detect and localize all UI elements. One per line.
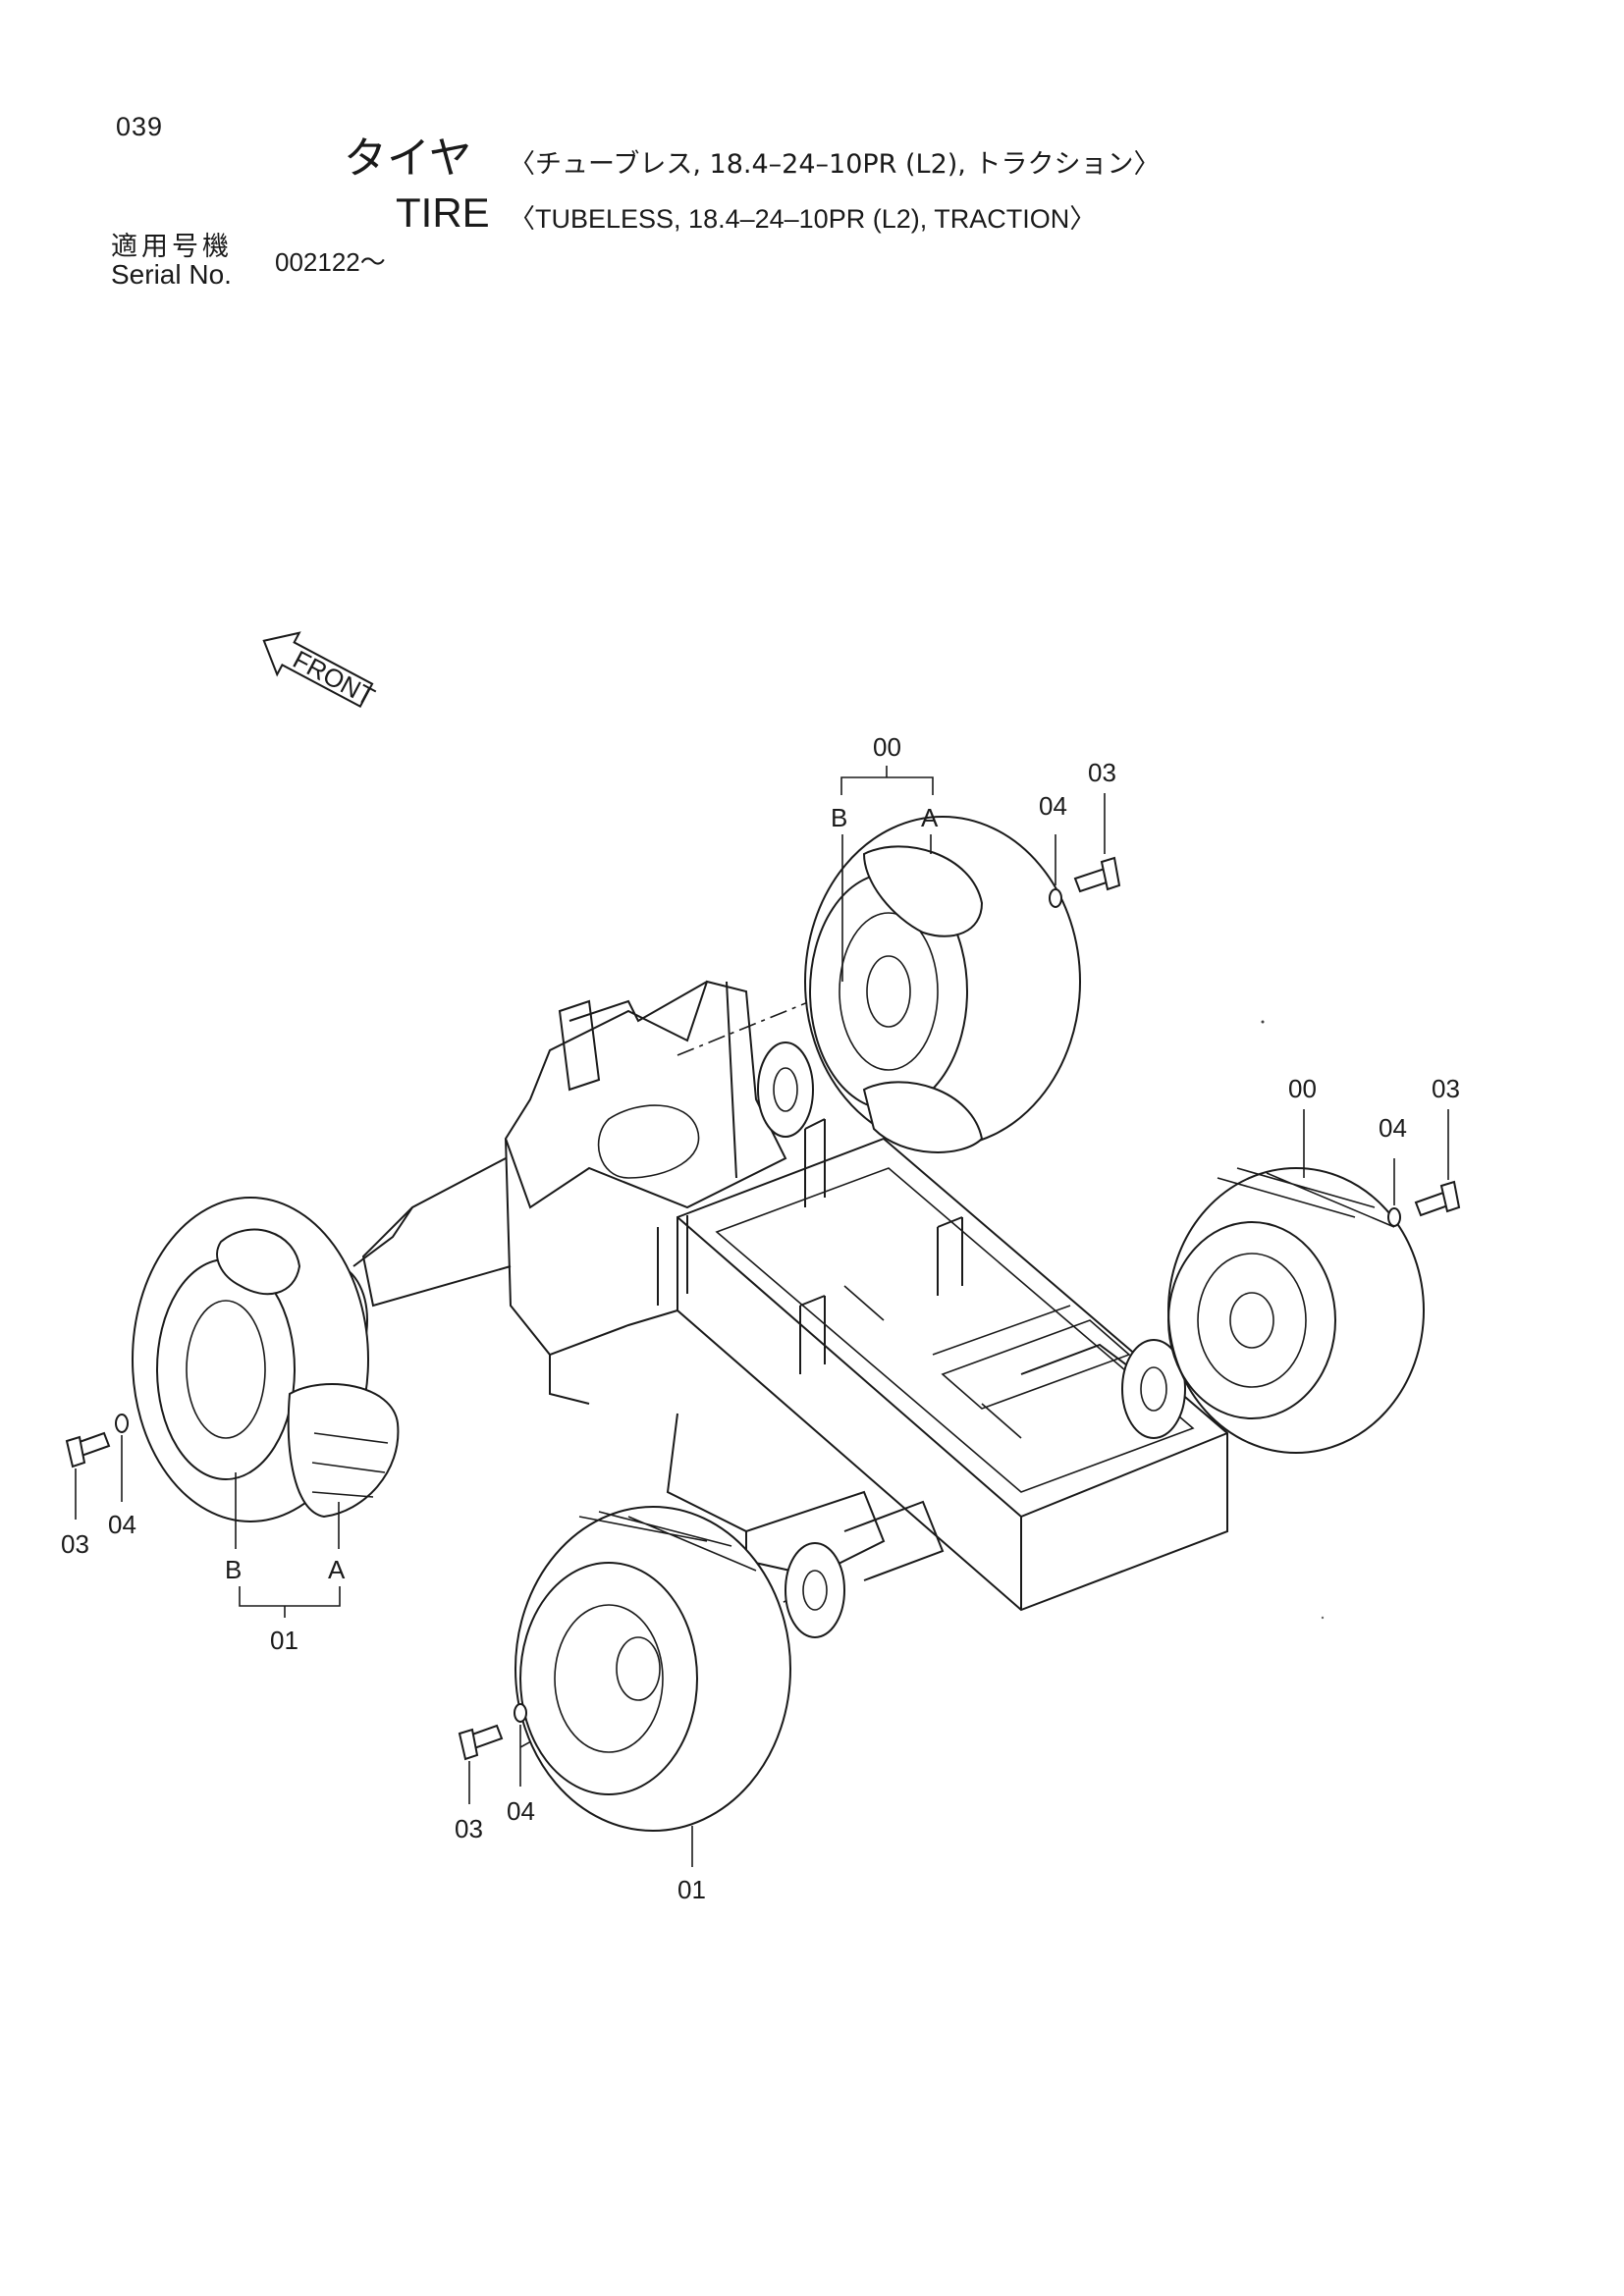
label-front-right-bolt: 03 <box>455 1814 483 1843</box>
rear-right-washer-icon <box>1387 1207 1401 1227</box>
label-rear-left-b: B <box>831 803 847 832</box>
rear-left-bolt-icon <box>1073 856 1121 893</box>
rear-right-bolt-icon <box>1414 1180 1461 1217</box>
label-rear-right-washer: 04 <box>1379 1113 1407 1143</box>
label-rear-left-washer: 04 <box>1039 791 1067 821</box>
label-front-left-a: A <box>328 1555 346 1584</box>
title-english: TIRE <box>396 189 490 236</box>
front-right-washer-icon <box>514 1703 527 1723</box>
rear-left-tire <box>804 816 1081 1153</box>
front-right-hub <box>785 1542 845 1638</box>
label-rear-left-assembly: 00 <box>873 732 901 762</box>
rear-right-tire <box>1167 1167 1425 1454</box>
label-front-left-bolt: 03 <box>61 1529 89 1559</box>
title-japanese: タイヤ <box>344 133 472 184</box>
label-front-left-washer: 04 <box>108 1510 136 1539</box>
front-arrow-label: FRONT <box>289 644 380 712</box>
front-right-tire <box>514 1506 791 1832</box>
rear-left-washer-icon <box>1049 888 1062 908</box>
label-rear-right-bolt: 03 <box>1432 1074 1460 1103</box>
label-rear-left-bolt: 03 <box>1088 758 1116 787</box>
label-front-right-tire: 01 <box>677 1875 706 1904</box>
label-front-right-washer: 04 <box>507 1796 535 1826</box>
title-english-spec: 〈TUBELESS, 18.4–24–10PR (L2), TRACTION〉 <box>509 204 1097 234</box>
label-rear-right-tire: 00 <box>1288 1074 1317 1103</box>
label-rear-left-a: A <box>921 803 939 832</box>
front-left-washer-icon <box>115 1414 129 1433</box>
label-front-left-b: B <box>225 1555 242 1584</box>
scan-speck <box>1261 1020 1265 1024</box>
front-right-bolt-icon <box>458 1724 504 1761</box>
front-left-bolt-icon <box>65 1431 111 1468</box>
rear-right-hub <box>1121 1339 1186 1439</box>
rear-left-hub <box>757 1041 814 1138</box>
scan-speck <box>1321 1616 1325 1620</box>
front-arrow-icon: FRONT <box>262 631 380 712</box>
title-japanese-spec: 〈チューブレス, 18.4–24–10PR (L2), トラクション〉 <box>509 149 1161 180</box>
label-front-left-assembly: 01 <box>270 1626 298 1655</box>
page-number: 039 <box>116 112 164 141</box>
serial-label-english: Serial No. <box>111 259 232 290</box>
serial-number-value: 002122～ <box>275 247 386 277</box>
serial-label-japanese: 適用号機 <box>111 232 233 262</box>
front-left-tire <box>132 1197 400 1522</box>
